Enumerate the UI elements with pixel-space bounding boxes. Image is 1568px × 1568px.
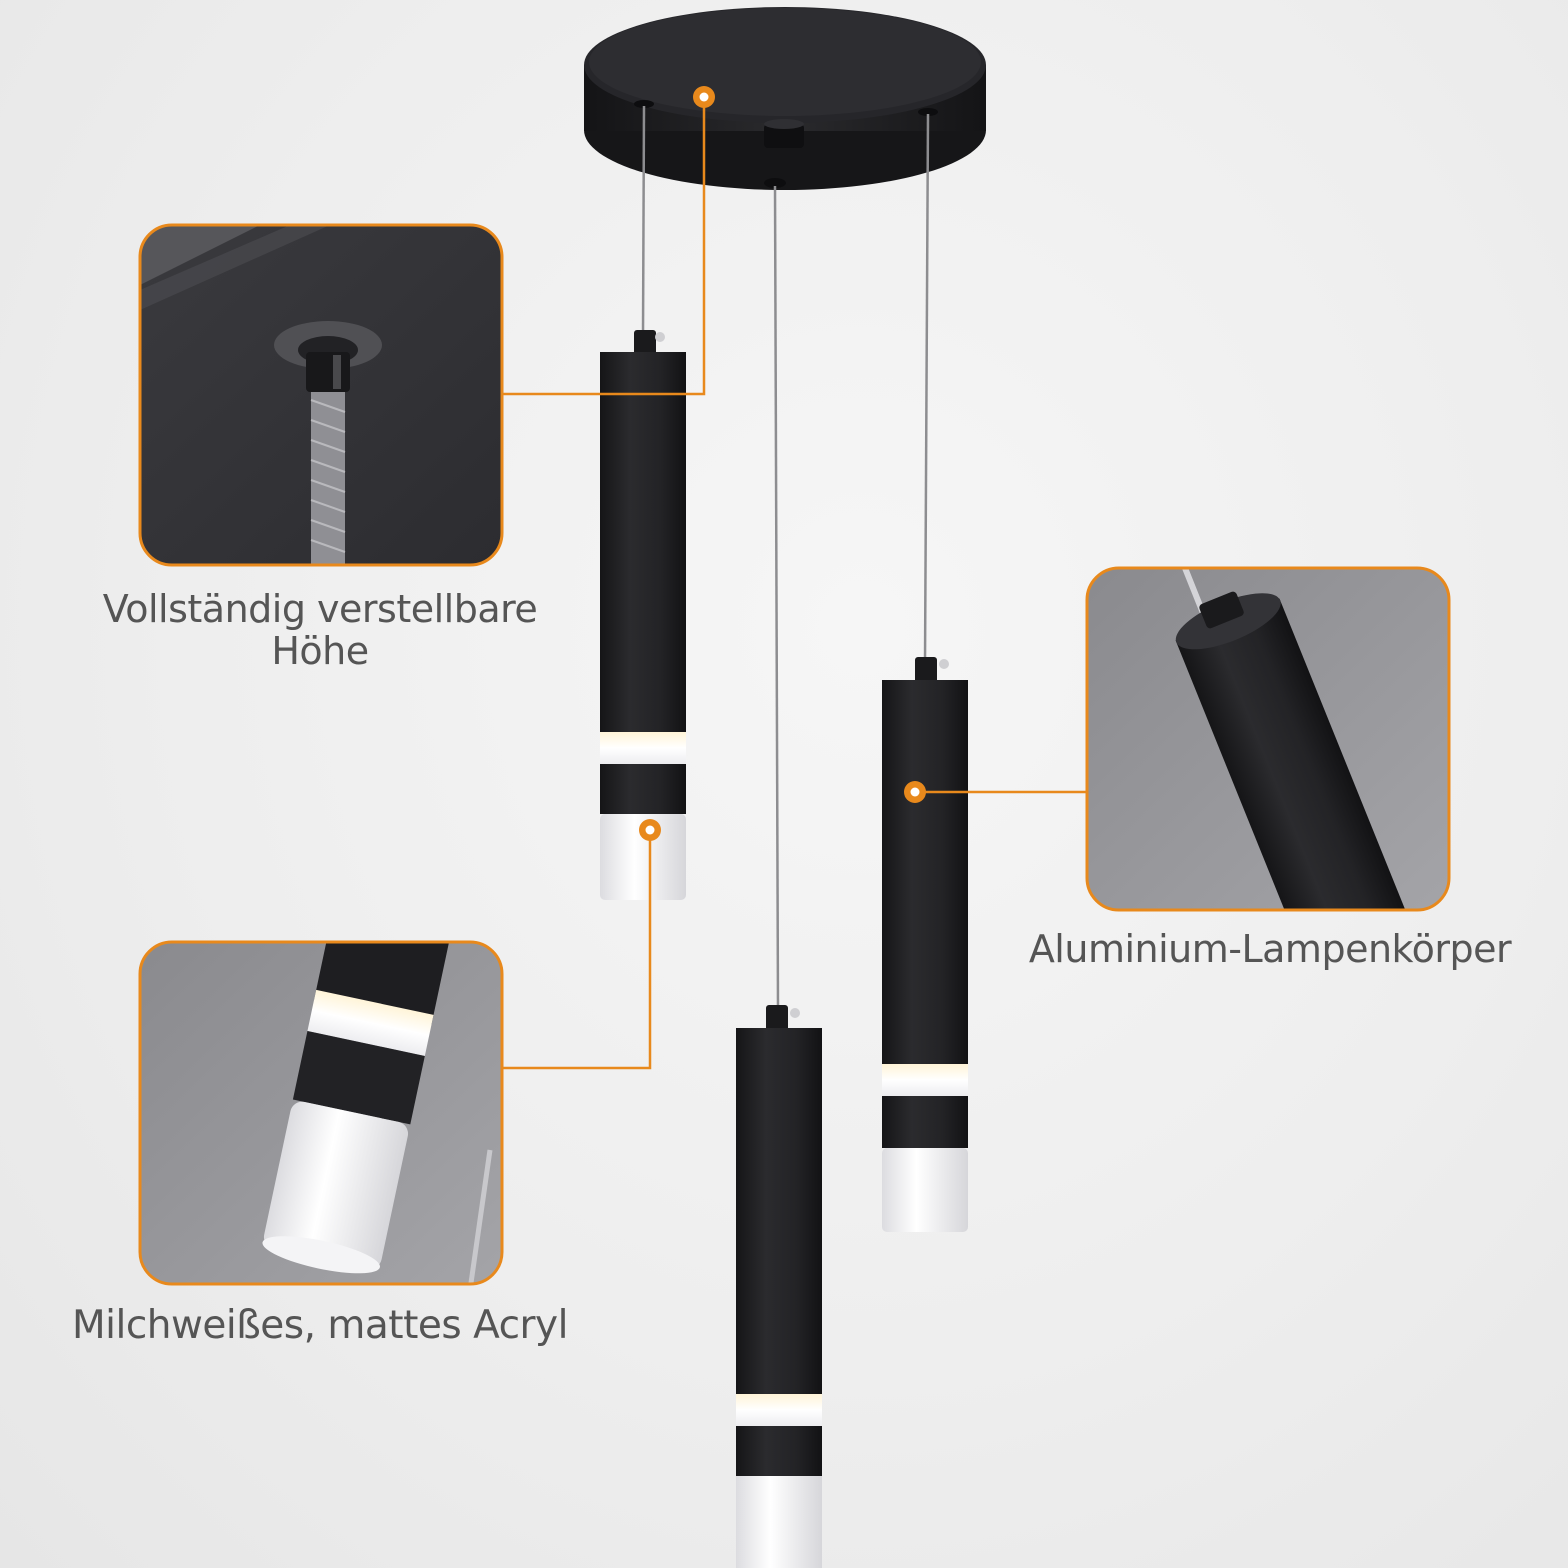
detail-panel-acrylic bbox=[138, 940, 504, 1286]
callout-connectors bbox=[502, 97, 1087, 1070]
pendant-lamp-center bbox=[736, 1005, 822, 1568]
ceiling-canopy bbox=[584, 7, 986, 190]
detail-panel-height bbox=[138, 223, 504, 567]
callout-label-height-line1: Vollständig verstellbare bbox=[102, 587, 538, 631]
pendant-lamp-right bbox=[882, 657, 968, 1232]
callout-label-body: Aluminium-Lampenkörper bbox=[1028, 927, 1512, 971]
callout-label-acrylic: Milchweißes, mattes Acryl bbox=[72, 1303, 568, 1348]
suspension-cables bbox=[641, 105, 930, 1011]
detail-panel-body bbox=[1085, 566, 1451, 912]
callout-label-height: Vollständig verstellbare Höhe bbox=[70, 588, 570, 672]
pendant-lamp-left bbox=[600, 330, 686, 900]
callout-dots bbox=[639, 86, 926, 841]
callout-label-height-line2: Höhe bbox=[271, 629, 369, 673]
